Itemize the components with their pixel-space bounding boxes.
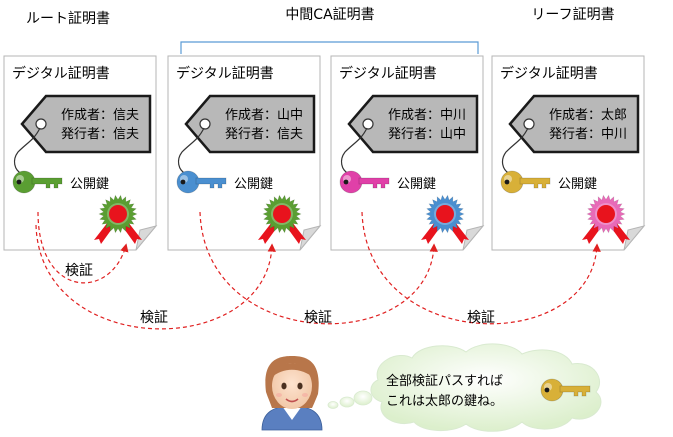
certificate-title: デジタル証明書 bbox=[339, 65, 437, 82]
paper-fold bbox=[299, 225, 322, 251]
seal-icon bbox=[258, 194, 306, 244]
tag-hole-icon bbox=[199, 118, 211, 130]
header-root: ルート証明書 bbox=[26, 11, 110, 27]
creator-text: 作成者：太郎 bbox=[549, 108, 627, 123]
paper-fold bbox=[623, 225, 646, 251]
tag-string bbox=[501, 127, 529, 175]
public-key-icon bbox=[176, 170, 227, 194]
verify-label-1: 検証 bbox=[65, 263, 93, 279]
verify-label-3: 検証 bbox=[304, 310, 332, 326]
issuer-text: 発行者：山中 bbox=[388, 127, 466, 142]
bubble-line-1: 全部検証パスすれば bbox=[386, 373, 503, 389]
certificate-title: デジタル証明書 bbox=[500, 65, 598, 82]
verify-label-2: 検証 bbox=[140, 310, 168, 326]
person-avatar bbox=[261, 356, 323, 431]
bubble-line-2: これは太郎の鍵ね。 bbox=[386, 393, 503, 409]
tag-hole-icon bbox=[362, 118, 374, 130]
public-key-icon bbox=[500, 170, 551, 194]
tag-hole-icon bbox=[35, 118, 47, 130]
verify-arrow-4 bbox=[361, 211, 601, 325]
issuer-text: 発行者：信夫 bbox=[225, 127, 303, 142]
issuer-text: 発行者：信夫 bbox=[61, 127, 139, 142]
header-intermediate: 中間CA証明書 bbox=[285, 7, 374, 23]
certificate-title: デジタル証明書 bbox=[12, 65, 110, 82]
certificate-tag bbox=[184, 94, 316, 154]
certificate-tag bbox=[20, 94, 152, 154]
certificate-tag bbox=[347, 94, 479, 154]
creator-text: 作成者：信夫 bbox=[61, 108, 139, 123]
tag-string bbox=[177, 127, 205, 175]
verify-arrow-3 bbox=[199, 211, 438, 325]
public-key-label: 公開鍵 bbox=[234, 176, 273, 192]
verify-arrow-2 bbox=[35, 224, 276, 330]
intermediate-bracket bbox=[180, 41, 479, 54]
creator-text: 作成者：中川 bbox=[388, 108, 466, 123]
issuer-text: 発行者：中川 bbox=[549, 127, 627, 142]
public-key-icon bbox=[339, 170, 390, 194]
thought-bubble: 全部検証パスすれば これは太郎の鍵ね。 bbox=[327, 343, 602, 432]
paper-fold bbox=[462, 225, 485, 251]
bubble-key-icon bbox=[540, 378, 591, 402]
certificate-tag bbox=[508, 94, 640, 154]
public-key-label: 公開鍵 bbox=[558, 176, 597, 192]
tag-string bbox=[340, 127, 368, 175]
public-key-label: 公開鍵 bbox=[70, 176, 109, 192]
header-leaf: リーフ証明書 bbox=[531, 7, 614, 23]
certificate-title: デジタル証明書 bbox=[176, 65, 274, 82]
tag-string bbox=[13, 127, 41, 175]
verify-arrow-1 bbox=[37, 211, 129, 284]
verify-arrows bbox=[35, 211, 601, 330]
public-key-icon bbox=[12, 170, 63, 194]
seal-icon bbox=[421, 194, 469, 244]
public-key-label: 公開鍵 bbox=[397, 176, 436, 192]
verify-label-4: 検証 bbox=[467, 310, 495, 326]
tag-hole-icon bbox=[523, 118, 535, 130]
seal-icon bbox=[94, 194, 142, 244]
paper-fold bbox=[135, 225, 158, 251]
seal-icon bbox=[582, 194, 630, 244]
creator-text: 作成者：山中 bbox=[225, 108, 303, 123]
